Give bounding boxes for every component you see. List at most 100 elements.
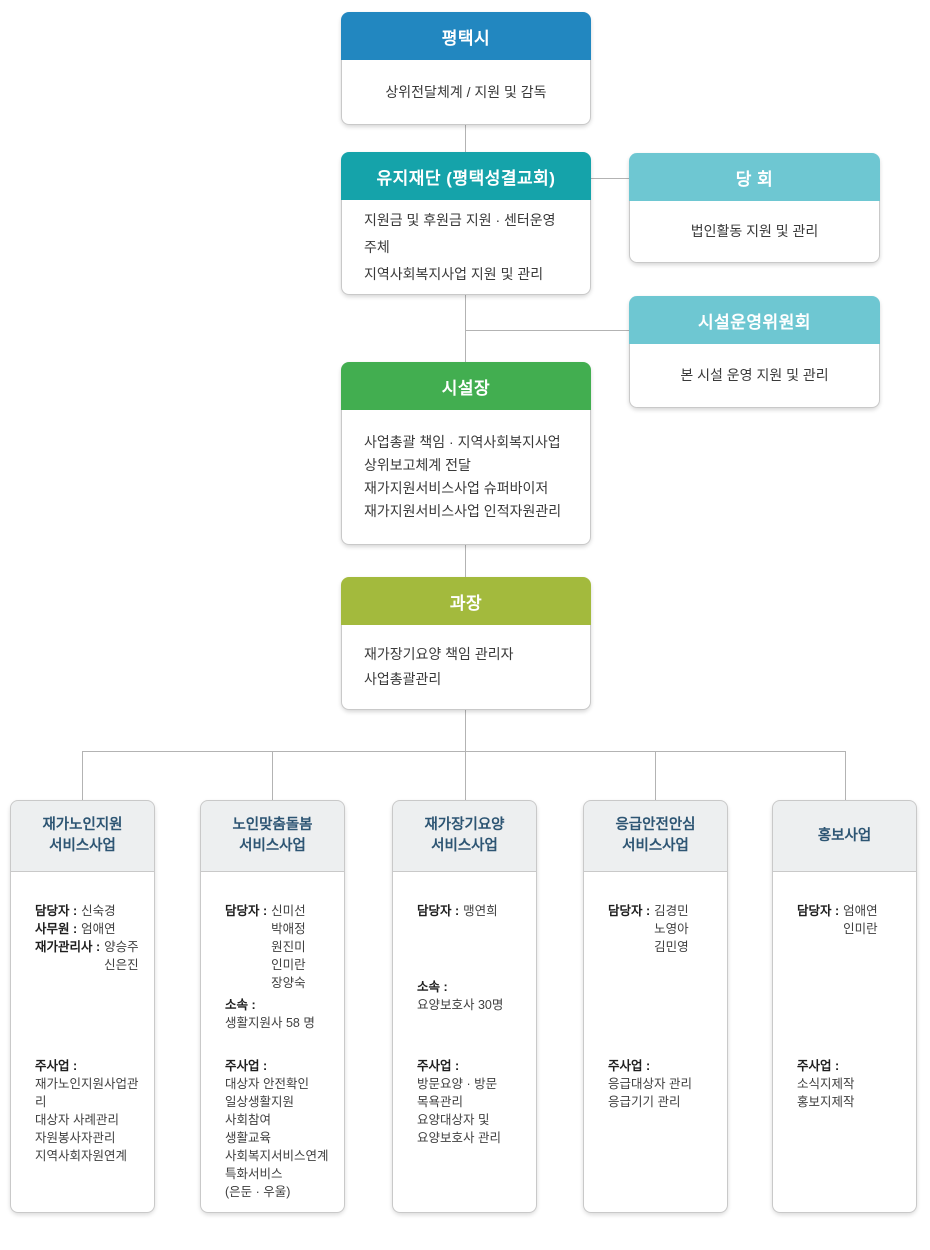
node-body-line: 법인활동 지원 및 관리 <box>690 223 819 239</box>
node-pyeongtaek-city: 평택시 상위전달체계 / 지원 및 감독 <box>341 12 591 125</box>
department-title-line: 서비스사업 <box>622 838 689 854</box>
node-body-line: 재가장기요양 책임 관리자 <box>364 646 514 662</box>
node-operating-committee-description: 본 시설 운영 지원 및 관리 <box>629 344 880 408</box>
connector-line <box>465 295 466 362</box>
department-title-line: 서비스사업 <box>49 838 116 854</box>
main-task-line: 목욕관리 <box>417 1095 464 1109</box>
main-tasks-label: 주사업 : <box>797 1059 840 1073</box>
main-task-line: 방문요양 · 방문 <box>417 1077 498 1091</box>
role-name: 엄애연 <box>843 904 878 918</box>
node-operating-committee-title: 시설운영위원회 <box>629 296 880 344</box>
main-task-line: 자원봉사자관리 <box>35 1131 116 1145</box>
role-name: 인미란 <box>271 958 306 972</box>
role-label: 담당자 : <box>797 904 840 918</box>
department-title-line: 재가장기요양 <box>424 817 505 833</box>
connector-line <box>845 751 846 800</box>
node-church-session: 당 회 법인활동 지원 및 관리 <box>629 153 880 263</box>
main-task-line: 소식지제작 <box>797 1077 855 1091</box>
connector-line <box>591 178 629 179</box>
node-title-text: 당 회 <box>735 169 774 189</box>
node-body-line: 재가지원서비스사업 인적자원관리 <box>364 503 562 519</box>
department-affiliation: 소속 :요양보호사 30명 <box>417 978 528 1014</box>
node-title-text: 시설장 <box>441 378 491 398</box>
node-body-line: 상위전달체계 / 지원 및 감독 <box>385 83 547 100</box>
role-names: 신숙경 <box>81 902 116 920</box>
affiliation-label: 소속 : <box>417 980 448 994</box>
role-name: 김민영 <box>654 940 689 954</box>
role-name: 신숙경 <box>81 904 116 918</box>
node-foundation-title: 유지재단 (평택성결교회) <box>341 152 591 200</box>
node-facility-director-description: 사업총괄 책임 · 지역사회복지사업 상위보고체계 전달 재가지원서비스사업 슈… <box>341 410 591 545</box>
main-task-line: 사회복지서비스연계 <box>225 1149 329 1163</box>
role-label: 사무원 : <box>35 922 78 936</box>
role-label: 담당자 : <box>35 904 78 918</box>
node-foundation: 유지재단 (평택성결교회) 지원금 및 후원금 지원 · 센터운영주체 지역사회… <box>341 152 591 295</box>
role-name: 신미선 <box>271 904 306 918</box>
main-tasks-label: 주사업 : <box>417 1059 460 1073</box>
node-pyeongtaek-city-title: 평택시 <box>341 12 591 60</box>
department-title-line: 홍보사업 <box>817 827 872 844</box>
node-pyeongtaek-city-description: 상위전달체계 / 지원 및 감독 <box>341 60 591 125</box>
main-task-line: 요양대상자 및 <box>417 1113 490 1127</box>
main-task-line: 홍보지제작 <box>797 1095 855 1109</box>
node-church-session-title: 당 회 <box>629 153 880 201</box>
node-section-chief-description: 재가장기요양 책임 관리자 사업총괄관리 <box>341 625 591 710</box>
node-body-line: 지원금 및 후원금 지원 · 센터운영주체 <box>364 211 556 255</box>
node-title-text: 평택시 <box>441 28 491 48</box>
connector-line <box>465 545 466 577</box>
main-task-line: 요양보호사 관리 <box>417 1131 501 1145</box>
node-facility-director-title: 시설장 <box>341 362 591 410</box>
role-name: 박애정 <box>271 922 306 936</box>
connector-line <box>82 751 845 752</box>
role-label: 담당자 : <box>608 904 651 918</box>
node-section-chief-title: 과장 <box>341 577 591 625</box>
role-label: 재가관리사 : <box>35 940 101 954</box>
connector-line <box>465 710 466 751</box>
department-title-line: 노인맞춤돌봄 <box>232 817 313 833</box>
connector-line <box>655 751 656 800</box>
main-task-line: 대상자 안전확인 <box>225 1077 309 1091</box>
main-task-line: 대상자 사례관리 <box>35 1113 119 1127</box>
main-task-line: 응급대상자 관리 <box>608 1077 692 1091</box>
main-task-line: (은둔 · 우울) <box>225 1185 291 1199</box>
department-title: 홍보사업 <box>772 800 917 872</box>
role-name: 원진미 <box>271 940 306 954</box>
department-affiliation: 소속 :생활지원사 58 명 <box>225 996 336 1032</box>
node-title-text: 유지재단 (평택성결교회) <box>376 168 556 188</box>
main-task-line: 특화서비스 <box>225 1167 283 1181</box>
main-task-line: 사회참여 <box>225 1113 272 1127</box>
role-name: 양승주 <box>104 940 139 954</box>
node-body-line: 사업총괄관리 <box>364 671 442 687</box>
role-name: 장양숙 <box>271 976 306 990</box>
role-names: 엄애연 <box>81 920 116 938</box>
connector-line <box>272 751 273 800</box>
main-tasks-label: 주사업 : <box>225 1059 268 1073</box>
role-line: 담당자 :신숙경 <box>35 902 146 920</box>
node-facility-director: 시설장 사업총괄 책임 · 지역사회복지사업 상위보고체계 전달 재가지원서비스… <box>341 362 591 545</box>
connector-line <box>82 751 83 800</box>
role-line: 사무원 :엄애연 <box>35 920 146 938</box>
role-name: 맹연희 <box>463 904 498 918</box>
affiliation-label: 소속 : <box>225 998 256 1012</box>
